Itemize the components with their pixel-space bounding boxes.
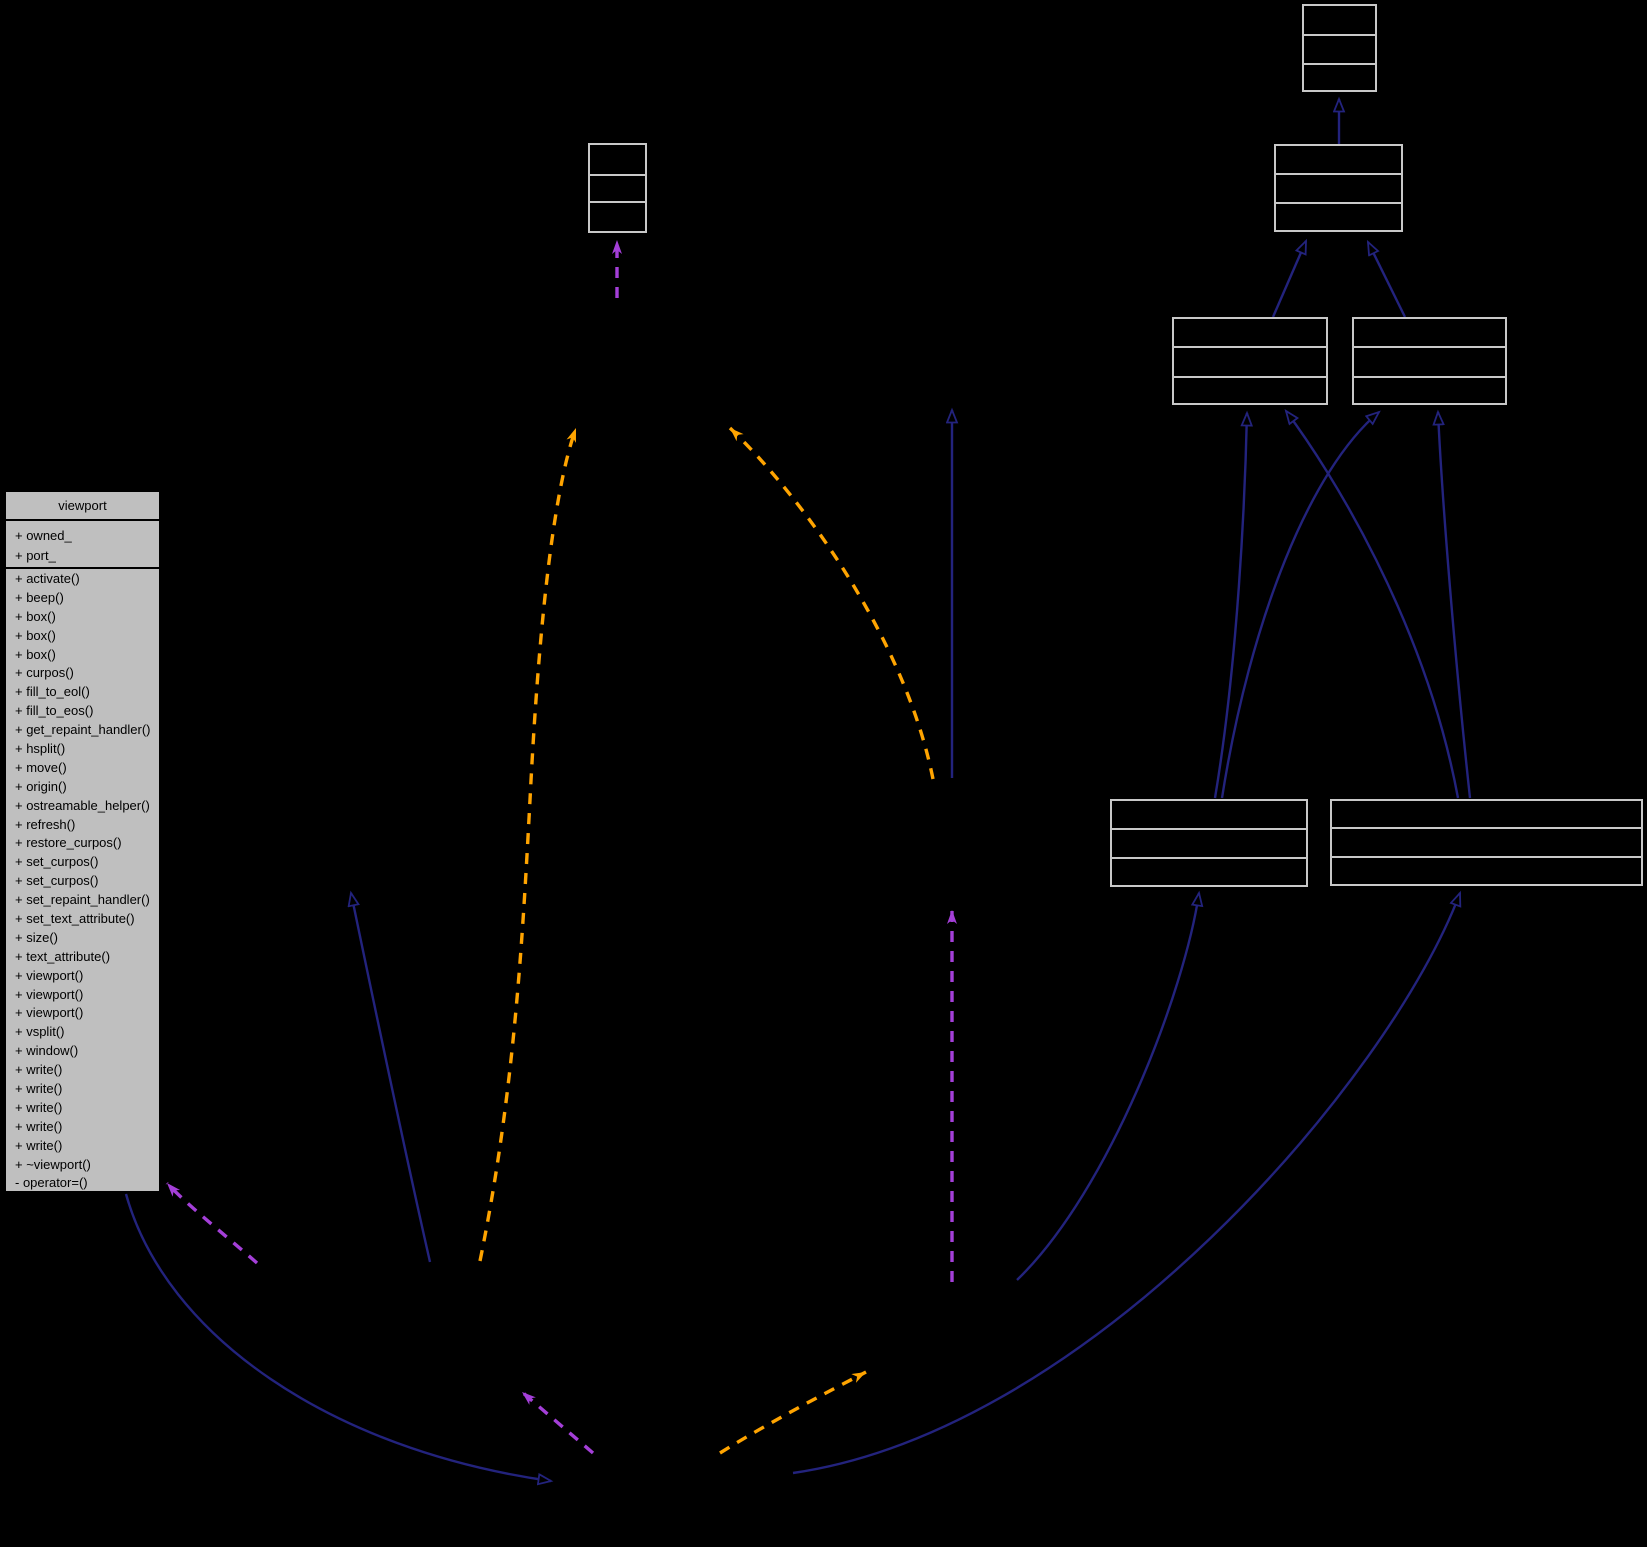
compartment-divider <box>590 201 645 203</box>
compartment-divider <box>6 567 159 569</box>
class-attribute: + owned_ <box>15 528 72 544</box>
class-method: + box() <box>15 646 56 662</box>
attributes-compartment: + owned_ + port_ <box>6 523 159 570</box>
usage-edge <box>520 1390 595 1455</box>
class-method: + activate() <box>15 570 80 586</box>
template-edge <box>728 426 935 780</box>
inheritance-edge <box>1220 412 1379 799</box>
template-edge <box>719 1370 867 1455</box>
class-method: + move() <box>15 759 67 775</box>
class-node[interactable] <box>1274 144 1403 232</box>
compartment-divider <box>1332 856 1641 858</box>
inheritance-edge <box>1286 411 1460 799</box>
class-node[interactable] <box>1110 799 1308 887</box>
class-method: + ~viewport() <box>15 1156 91 1172</box>
class-method: + fill_to_eol() <box>15 684 90 700</box>
inheritance-edge <box>124 1193 551 1481</box>
compartment-divider <box>1354 346 1505 348</box>
class-node-viewport[interactable]: viewport + owned_ + port_ + activate() + b… <box>5 491 160 1192</box>
class-method: + get_repaint_handler() <box>15 722 151 738</box>
template-edge <box>478 427 578 1262</box>
inheritance-edge <box>351 893 432 1263</box>
class-method: + size() <box>15 929 58 945</box>
compartment-divider <box>1276 173 1401 175</box>
class-method: + fill_to_eos() <box>15 703 94 719</box>
class-method: + viewport() <box>15 986 84 1002</box>
class-method: + ostreamable_helper() <box>15 797 150 813</box>
class-method: + box() <box>15 608 56 624</box>
class-method: + vsplit() <box>15 1024 65 1040</box>
class-method: + set_curpos() <box>15 854 99 870</box>
class-method: + curpos() <box>15 665 74 681</box>
compartment-divider <box>1112 857 1306 859</box>
class-node[interactable] <box>588 143 647 233</box>
compartment-divider <box>1112 828 1306 830</box>
class-method: + write() <box>15 1118 63 1134</box>
class-method: + viewport() <box>15 1005 84 1021</box>
class-method: + set_curpos() <box>15 873 99 889</box>
class-method: + write() <box>15 1137 63 1153</box>
class-method: + beep() <box>15 589 64 605</box>
class-method: + box() <box>15 627 56 643</box>
compartment-divider <box>6 519 159 521</box>
usage-edge <box>165 1181 259 1265</box>
compartment-divider <box>1276 202 1401 204</box>
class-method: + refresh() <box>15 816 76 832</box>
class-node[interactable] <box>1352 317 1507 405</box>
class-method: + write() <box>15 1080 63 1096</box>
class-method: - operator=() <box>15 1175 88 1191</box>
class-method: + hsplit() <box>15 740 66 756</box>
class-node[interactable] <box>1302 4 1377 92</box>
class-method: + write() <box>15 1099 63 1115</box>
inheritance-edge <box>1213 413 1247 799</box>
class-method: + set_repaint_handler() <box>15 892 150 908</box>
compartment-divider <box>1304 63 1375 65</box>
class-node[interactable] <box>1172 317 1328 405</box>
inheritance-edge <box>1366 242 1407 318</box>
inheritance-edge <box>792 893 1460 1475</box>
compartment-divider <box>1332 827 1641 829</box>
compartment-divider <box>1354 376 1505 378</box>
compartment-divider <box>1174 376 1326 378</box>
inheritance-edge <box>1016 893 1199 1281</box>
compartment-divider <box>590 174 645 176</box>
class-method: + restore_curpos() <box>15 835 122 851</box>
class-method: + write() <box>15 1062 63 1078</box>
class-method: + window() <box>15 1043 79 1059</box>
compartment-divider <box>1174 346 1326 348</box>
class-node[interactable] <box>1330 799 1643 886</box>
compartment-divider <box>1304 34 1375 36</box>
inheritance-edge <box>1438 412 1472 799</box>
inheritance-edge <box>1271 241 1308 318</box>
class-title: viewport <box>58 498 107 513</box>
class-method: + set_text_attribute() <box>15 910 135 926</box>
class-method: + text_attribute() <box>15 948 111 964</box>
class-method: + origin() <box>15 778 67 794</box>
class-attribute: + port_ <box>15 547 56 563</box>
methods-compartment: + activate() + beep() + box() + box() + box(… <box>6 569 159 1191</box>
class-method: + viewport() <box>15 967 84 983</box>
